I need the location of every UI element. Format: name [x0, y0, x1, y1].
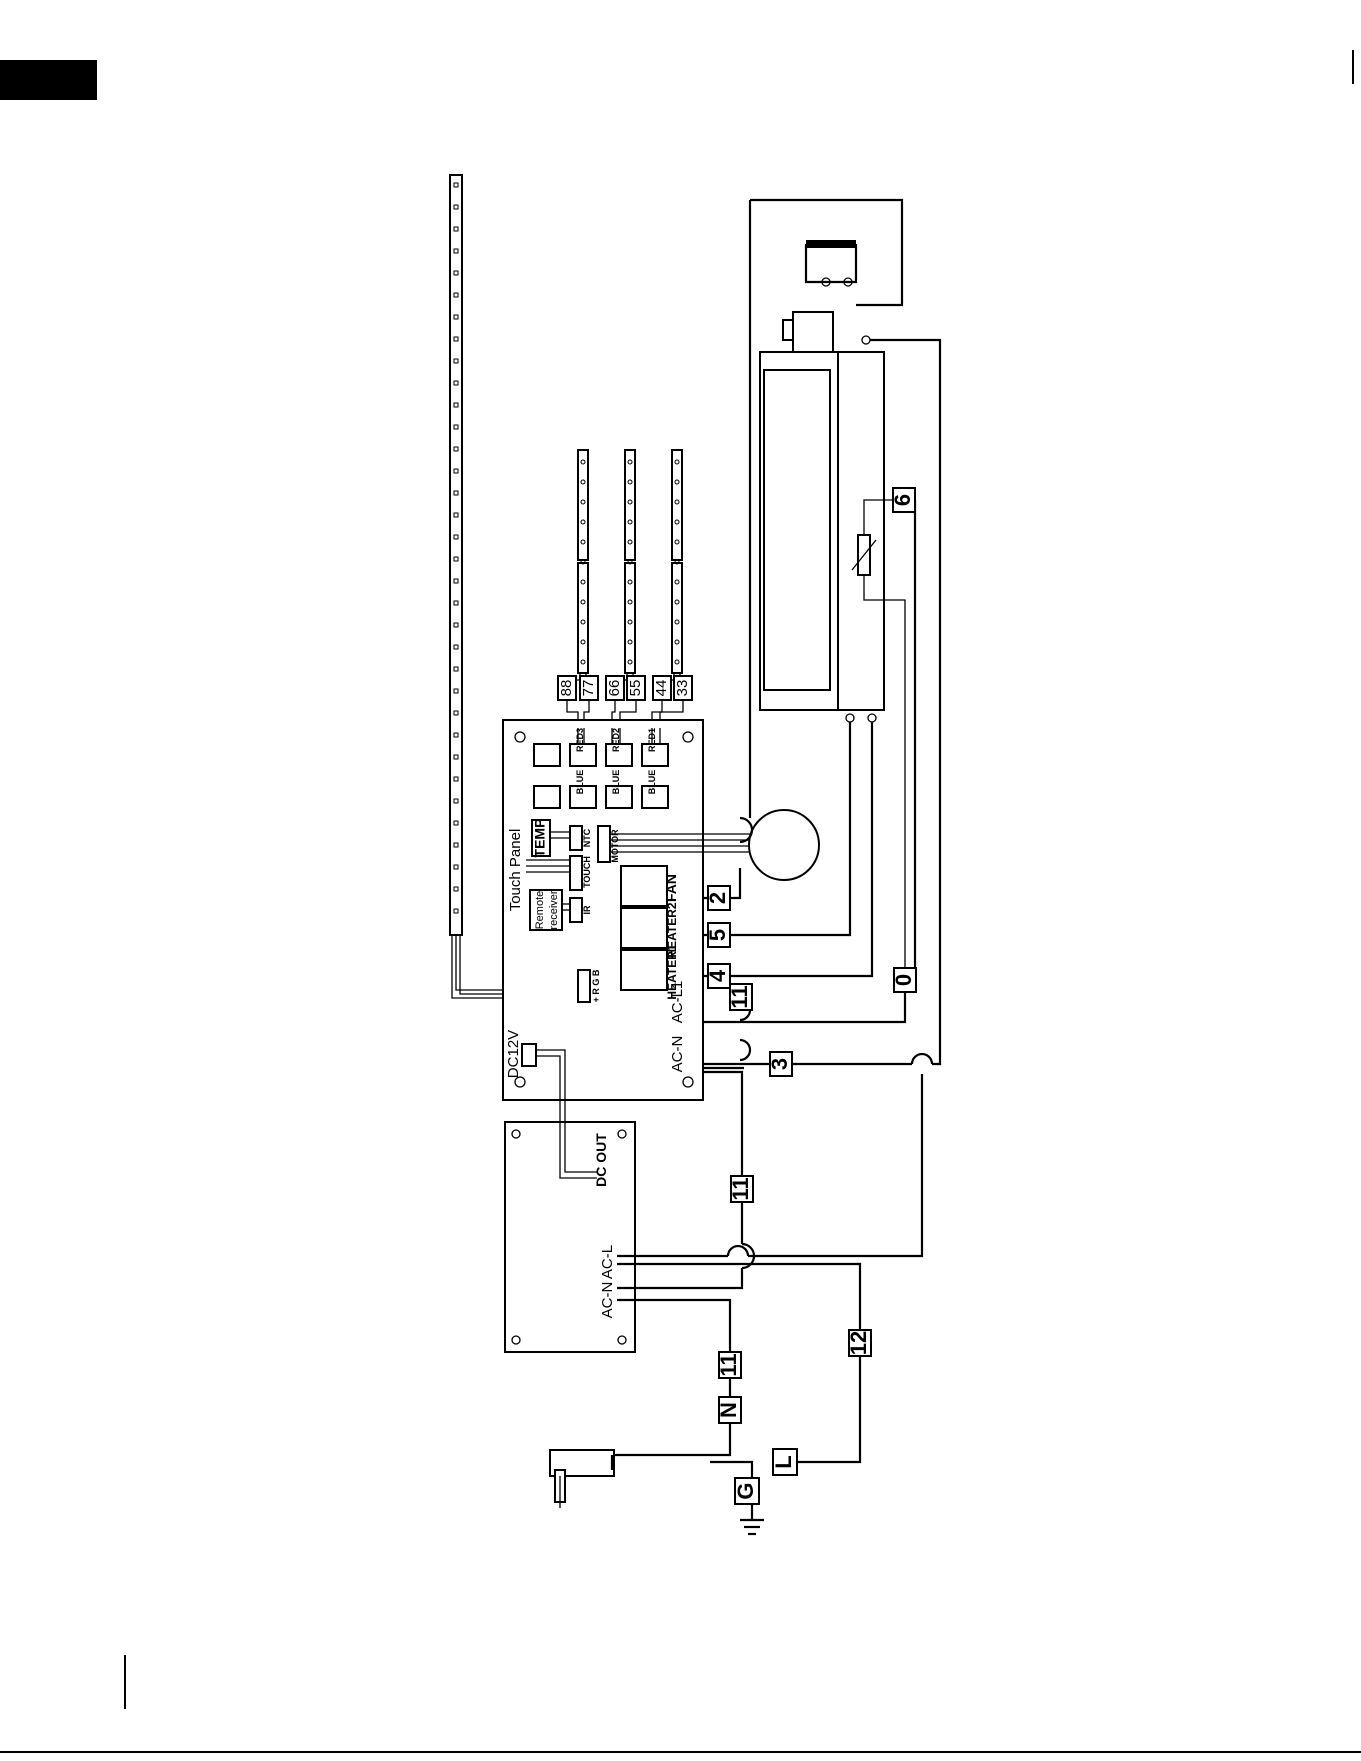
wire-tag-11-mid: 11	[728, 1176, 753, 1202]
fan-motor	[749, 810, 819, 880]
wire-tag-12-text: 12	[846, 1331, 871, 1355]
wire-tag-g: G	[733, 1478, 759, 1504]
led-tag-88-text: 88	[558, 680, 575, 697]
wire-tag-6-text: 6	[890, 494, 915, 506]
led-strip-red3	[566, 450, 590, 690]
rgb-connector	[578, 970, 590, 1002]
ir-label: IR	[582, 905, 592, 915]
ir-connector	[570, 898, 582, 922]
fan-label: FAN	[663, 874, 679, 902]
led-tag-66: 66	[606, 676, 624, 700]
wire-tag-12: 12	[846, 1330, 871, 1356]
wire-tag-11-mid-text: 11	[728, 1177, 753, 1200]
wire-tag-4: 4	[705, 964, 730, 988]
wire-tag-3: 3	[767, 1052, 792, 1076]
wire-tag-g-text: G	[733, 1482, 758, 1499]
relay-fan	[621, 866, 667, 906]
wire-tag-11-board-text: 11	[727, 985, 752, 1008]
wire-tag-3-text: 3	[767, 1058, 792, 1070]
relay-heater2	[621, 908, 667, 948]
dc12v-connector	[522, 1044, 536, 1066]
led-tag-33-text: 33	[674, 680, 691, 697]
dc12v-label: DC12V	[505, 1030, 522, 1078]
wire-tag-2-text: 2	[705, 892, 730, 904]
wire-tag-0-text: 0	[891, 974, 916, 986]
wire-tag-11-plug-text: 11	[716, 1353, 741, 1376]
wire-tag-5-text: 5	[705, 929, 730, 941]
touch-label: TOUCH	[582, 856, 592, 888]
wire-tag-n: N	[716, 1397, 741, 1423]
led-tag-55-text: 55	[627, 680, 644, 697]
wire-tag-l: L	[771, 1449, 797, 1475]
spare-connector-bottom	[534, 786, 560, 808]
led-tag-44-text: 44	[653, 680, 670, 697]
spare-connector-top	[534, 744, 560, 766]
power-supply-board: DC OUT AC-L AC-N	[505, 1122, 635, 1352]
blue3-label: BLUE	[575, 770, 585, 795]
touch-panel-label: Touch Panel	[507, 829, 524, 912]
remote-label: Remote	[534, 891, 546, 930]
relay-heater1	[621, 950, 667, 990]
led-tag-33: 33	[674, 676, 692, 700]
blue2-label: BLUE	[611, 770, 621, 795]
wire-tag-2: 2	[705, 886, 730, 910]
ac-l1-label: AC-L1	[669, 981, 686, 1024]
wire-tag-4-text: 4	[705, 969, 730, 982]
wire-tag-l-text: L	[771, 1455, 796, 1468]
control-board: RED3 RED2 RED1 BLUE BLUE BLUE Touch Pane…	[503, 720, 703, 1100]
ntc-connector	[570, 826, 582, 850]
led-tag-88: 88	[558, 676, 576, 700]
wire-tag-6: 6	[890, 488, 915, 512]
psu-ac-n-label: AC-N	[599, 1282, 616, 1319]
wire-tag-11-board: 11	[727, 984, 752, 1010]
led-tag-66-text: 66	[606, 680, 623, 697]
rgb-label: + R G B	[591, 969, 601, 1002]
motor-connector	[598, 826, 610, 862]
led-strip-red2	[614, 450, 636, 690]
led-tag-77: 77	[580, 676, 598, 700]
psu-ac-l-label: AC-L	[599, 1245, 616, 1279]
wire-tag-n-text: N	[716, 1402, 741, 1418]
dc-out-label: DC OUT	[593, 1133, 609, 1187]
power-plug	[550, 1450, 614, 1508]
led-strip-red1	[662, 450, 684, 690]
wire-tag-11-plug: 11	[716, 1352, 741, 1378]
board-ac-n-label: AC-N	[669, 1036, 686, 1073]
touch-connector	[570, 856, 582, 890]
led-tag-77-text: 77	[580, 680, 597, 697]
wire-tag-0: 0	[891, 968, 916, 992]
receiver-label: receiver	[548, 890, 560, 929]
ground-symbol-icon	[740, 1505, 764, 1534]
temp-label: TEMP	[532, 819, 548, 858]
led-tag-44: 44	[653, 676, 671, 700]
wire-tag-5: 5	[705, 923, 730, 947]
led-tag-55: 55	[627, 676, 645, 700]
ntc-label: NTC	[582, 828, 592, 847]
blue1-label: BLUE	[647, 770, 657, 795]
